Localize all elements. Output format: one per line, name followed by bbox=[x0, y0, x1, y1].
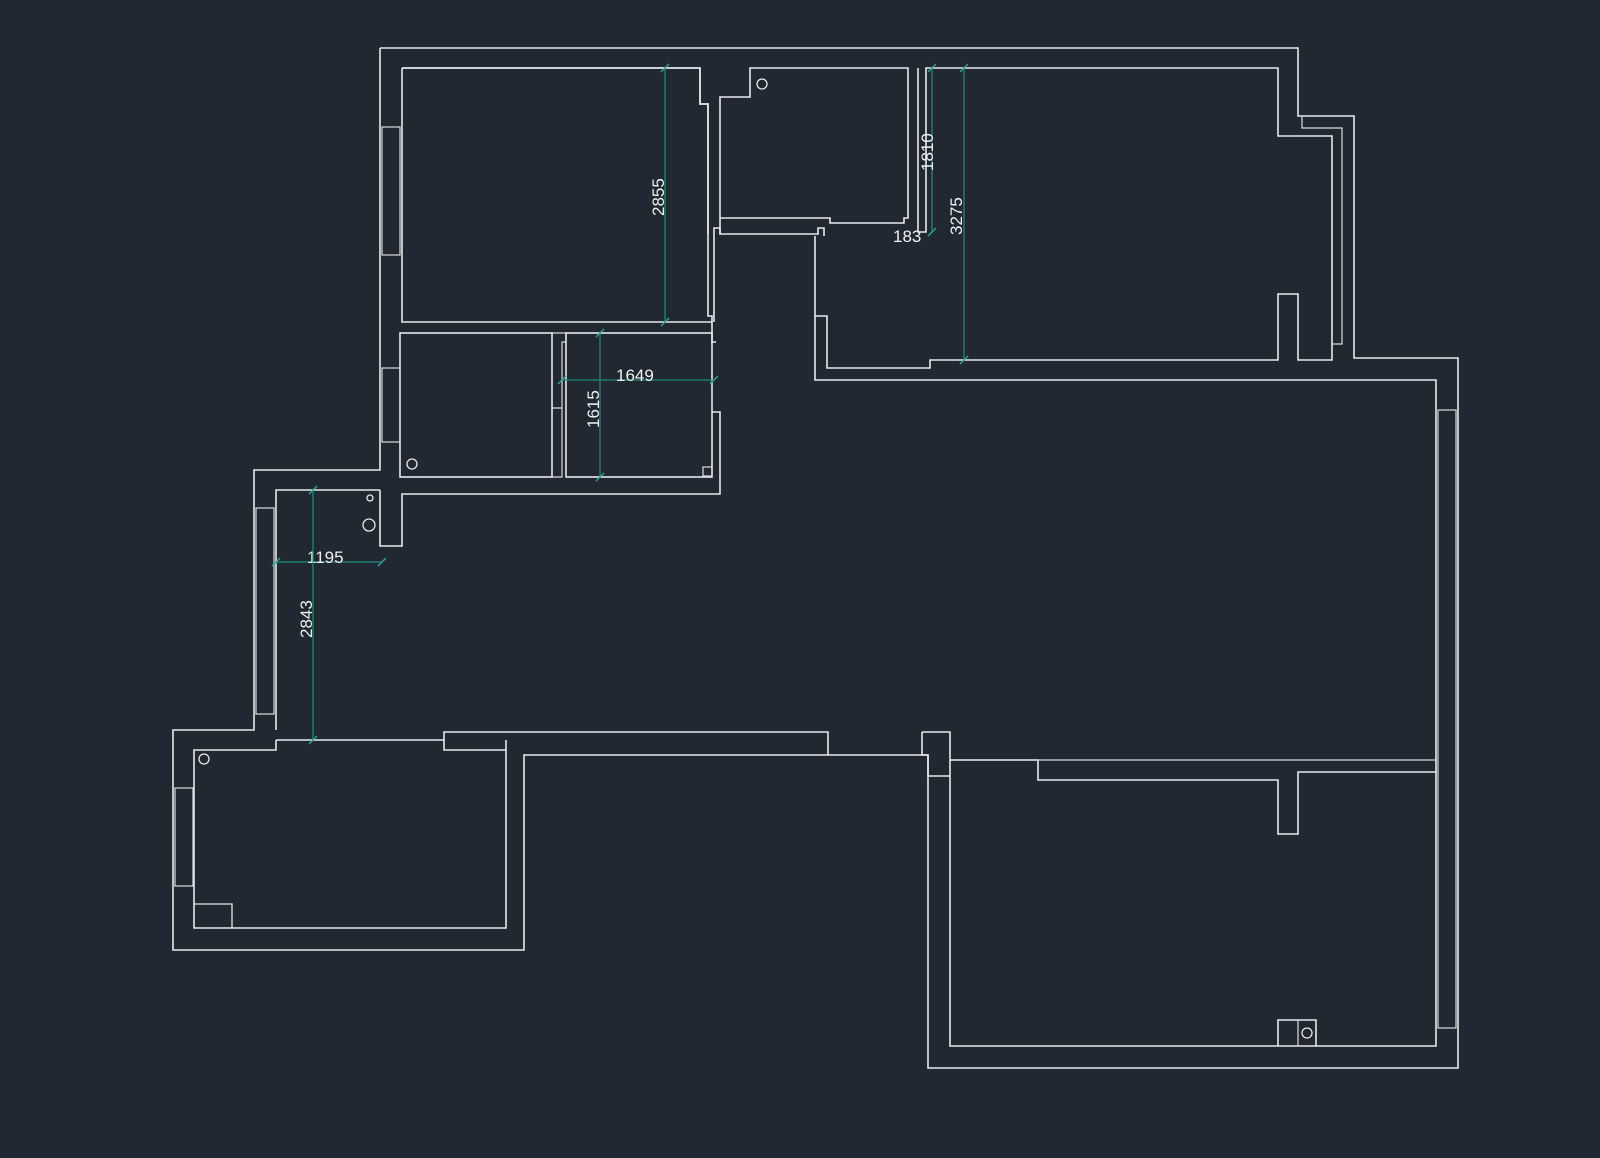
window-left-bottom bbox=[174, 787, 194, 887]
dimension-2843-label: 2843 bbox=[297, 600, 316, 638]
dimension-183-label: 183 bbox=[893, 227, 921, 246]
bathroom-top bbox=[713, 67, 909, 322]
dimension-1649-label: 1649 bbox=[616, 366, 654, 385]
pipe-icon bbox=[1301, 1027, 1313, 1039]
pipe-icon bbox=[362, 518, 376, 532]
bedroom-top-right-wall bbox=[815, 67, 1333, 369]
floor-drain-icon bbox=[406, 458, 418, 470]
dimension-1649-tick-right bbox=[709, 375, 719, 385]
dimension-2843-tick-top bbox=[308, 485, 318, 495]
dimension-lines: 2855 1810 183 3275 1649 1615 1195 2843 bbox=[271, 63, 969, 745]
entry-wall bbox=[275, 489, 380, 730]
closet-left bbox=[399, 332, 553, 478]
dimension-1615-tick-top bbox=[595, 328, 605, 338]
room-bottom-right-column bbox=[1277, 1019, 1317, 1046]
room-bottom-right-wall bbox=[922, 731, 1436, 835]
dimension-3275-tick-top bbox=[959, 63, 969, 73]
room-bottom-left-wall bbox=[193, 731, 829, 929]
bathroom-top-wall bbox=[719, 67, 909, 234]
dimension-1615-tick-bottom bbox=[595, 472, 605, 482]
closet-rooms bbox=[379, 332, 721, 547]
window-right-upper bbox=[1301, 116, 1343, 345]
closet-right bbox=[565, 332, 713, 478]
room-bottom-right-top bbox=[921, 732, 950, 777]
dimension-3275-tick-bottom bbox=[959, 355, 969, 365]
dimension-2855-tick-top bbox=[660, 63, 670, 73]
dimension-1810-label: 1810 bbox=[918, 133, 937, 171]
dimension-2855-tick-bottom bbox=[660, 317, 670, 327]
bathroom-top-corridor bbox=[713, 227, 825, 322]
closet-corner bbox=[702, 466, 713, 477]
dimension-1195-label: 1195 bbox=[307, 548, 344, 567]
window-left-lower bbox=[255, 507, 275, 715]
dimension-1810-tick-top bbox=[927, 63, 937, 73]
window-left-middle bbox=[381, 367, 401, 443]
dimension-1195-tick-right bbox=[377, 557, 387, 567]
bedroom-top-right bbox=[815, 67, 1355, 369]
dimension-2855-label: 2855 bbox=[649, 178, 668, 216]
corner-fixture-icon bbox=[194, 903, 233, 928]
closet-divider bbox=[551, 332, 567, 478]
dimension-1649-tick-left bbox=[557, 375, 567, 385]
pipe-small-icon bbox=[366, 494, 374, 502]
dimension-1615-label: 1615 bbox=[584, 390, 603, 428]
floor-drain-icon bbox=[756, 78, 768, 90]
dimension-1195-tick-left bbox=[271, 557, 281, 567]
dimension-2843-tick-bottom bbox=[308, 735, 318, 745]
window-left-upper bbox=[381, 126, 401, 256]
dimension-1810-tick-bottom bbox=[927, 227, 937, 237]
outer-walls bbox=[172, 47, 1459, 1069]
bedroom-top-left-floor-edge bbox=[401, 68, 712, 323]
outer-wall bbox=[172, 47, 1459, 1069]
closet-lower-wall bbox=[379, 411, 721, 547]
bedroom-top-left-wall bbox=[402, 67, 716, 343]
room-bottom-right bbox=[921, 409, 1457, 1046]
living-inner-face bbox=[814, 236, 1437, 1047]
room-bottom-left bbox=[174, 731, 829, 929]
entry-area bbox=[255, 489, 380, 730]
floor-drain-icon bbox=[198, 753, 210, 765]
dimension-3275-label: 3275 bbox=[947, 197, 966, 235]
window-right-lower bbox=[1437, 409, 1457, 1029]
